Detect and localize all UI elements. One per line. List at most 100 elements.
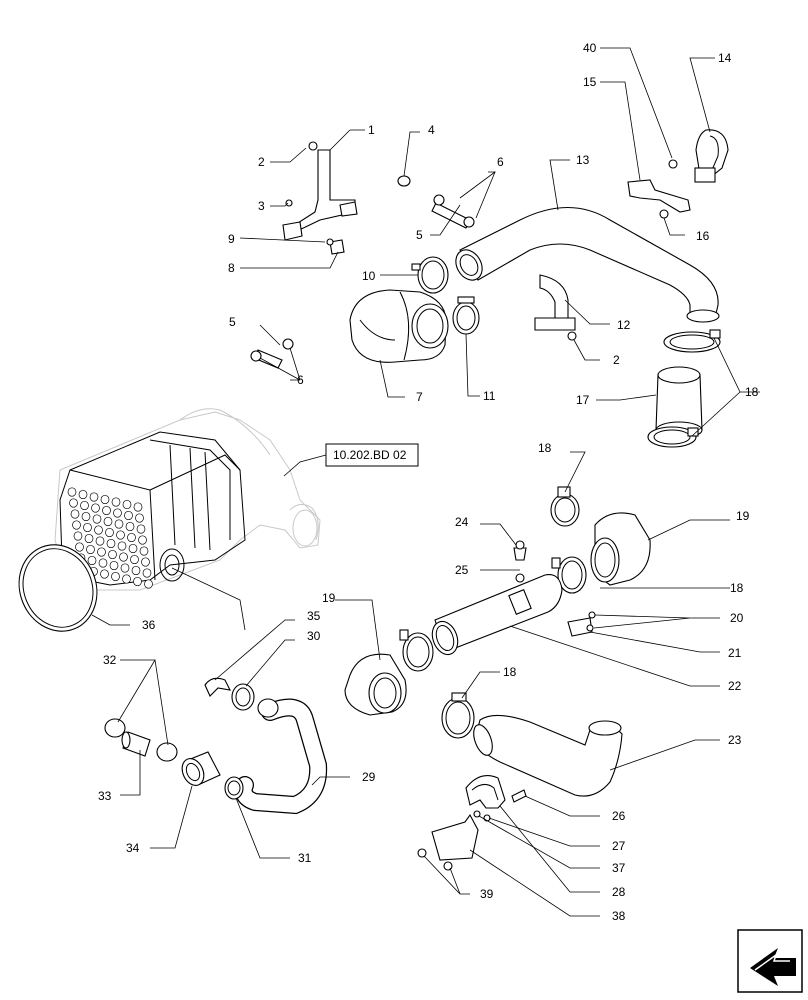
callout-34: 34 (126, 841, 140, 855)
filter-cell (83, 522, 92, 533)
elbow-hose-part-19-left (344, 653, 407, 716)
filter-cell (70, 509, 80, 519)
hose-clamps-part-5-6 (250, 194, 475, 369)
filter-cell (100, 569, 109, 579)
air-duct-part-13 (455, 206, 720, 323)
callout-9: 9 (228, 232, 235, 246)
filter-cell (117, 541, 127, 551)
callout-35: 35 (307, 609, 321, 623)
filter-cell (94, 525, 103, 535)
bracket-part-38 (417, 813, 479, 871)
strap-part-14 (694, 129, 729, 183)
bracket-part-15 (627, 159, 691, 219)
callout-29: 29 (362, 770, 376, 784)
callout-23: 23 (728, 733, 742, 747)
callout-19: 19 (736, 509, 750, 523)
callout-18: 18 (730, 581, 744, 595)
hose-part-29 (234, 698, 328, 815)
filter-cell (92, 514, 102, 524)
filter-cell (105, 527, 114, 538)
callout-18: 18 (745, 385, 759, 399)
elbow-hose-part-7 (349, 289, 449, 363)
callout-1: 1 (368, 123, 375, 137)
filter-cell (135, 513, 144, 523)
callout-8: 8 (228, 261, 235, 275)
filter-cell (102, 505, 111, 516)
filter-cell (122, 499, 132, 510)
callout-17: 17 (576, 393, 590, 407)
filter-cell (133, 502, 143, 512)
filter-cell (80, 500, 89, 511)
filter-cell (87, 555, 97, 566)
callout-22: 22 (728, 679, 742, 693)
filter-cell (136, 524, 146, 534)
callout-26: 26 (612, 809, 626, 823)
callout-6: 6 (497, 155, 504, 169)
callout-28: 28 (612, 885, 626, 899)
tube-part-33 (121, 731, 151, 757)
air-duct-part-23 (473, 714, 623, 797)
filter-cell (67, 487, 77, 497)
clamp-part-18-left (399, 629, 434, 672)
callout-13: 13 (576, 153, 590, 167)
vent-pipe-part-4 (275, 175, 411, 336)
reference-box[interactable]: 10.202.BD 02 (283, 443, 419, 477)
clamp-part-18-lower (647, 426, 699, 448)
callout-38: 38 (612, 909, 626, 923)
clamps-part-32 (104, 718, 178, 762)
filter-cell (125, 521, 135, 532)
clamp-part-18-bottom (441, 692, 475, 739)
bracket-part-1 (282, 141, 358, 241)
callout-25: 25 (455, 563, 469, 577)
filter-cell (91, 503, 100, 513)
callout-33: 33 (98, 789, 112, 803)
callout-39: 39 (480, 887, 494, 901)
callout-19: 19 (322, 591, 336, 605)
filter-cell (97, 547, 106, 557)
clamp-part-18-upper (663, 329, 721, 353)
filter-cell (108, 549, 117, 560)
filter-cell (142, 568, 152, 578)
valve-part-34 (181, 751, 221, 786)
nut-part-37 (473, 810, 491, 822)
callout-14: 14 (718, 51, 732, 65)
filter-cell (111, 571, 120, 582)
callout-7: 7 (416, 390, 423, 404)
filter-cell (106, 538, 116, 549)
filter-cell (141, 557, 150, 567)
gasket-ring-part-36 (18, 544, 98, 632)
filter-cell (131, 565, 141, 576)
callout-6: 6 (297, 373, 304, 387)
filter-cell (89, 492, 99, 502)
next-page-arrow-icon[interactable] (737, 929, 803, 993)
callout-37: 37 (612, 861, 626, 875)
filter-cell (103, 516, 113, 527)
callout-3: 3 (258, 199, 265, 213)
callout-18: 18 (503, 665, 517, 679)
bracket-part-12 (534, 274, 577, 341)
filter-cell (84, 533, 94, 544)
callout-21: 21 (728, 646, 742, 660)
clip-part-35 (204, 677, 231, 697)
filter-cell (86, 544, 95, 555)
callout-24: 24 (455, 515, 469, 529)
filter-cell (75, 542, 84, 552)
filter-cell (73, 531, 83, 541)
callout-18: 18 (538, 441, 552, 455)
filter-cell (144, 579, 153, 589)
filter-cell (69, 498, 78, 508)
filter-cell (122, 574, 131, 584)
filter-cell (109, 560, 119, 571)
callout-40: 40 (583, 41, 597, 55)
callout-2: 2 (258, 155, 265, 169)
callout-16: 16 (696, 229, 710, 243)
filter-cell (113, 508, 122, 518)
callout-12: 12 (617, 318, 631, 332)
bolt-part-26 (511, 789, 527, 803)
callout-10: 10 (362, 269, 376, 283)
clip-part-8-9 (326, 238, 345, 255)
filter-cell (133, 576, 142, 587)
filter-cell (128, 543, 138, 554)
filter-cell (119, 552, 128, 562)
filter-cell (98, 558, 108, 568)
